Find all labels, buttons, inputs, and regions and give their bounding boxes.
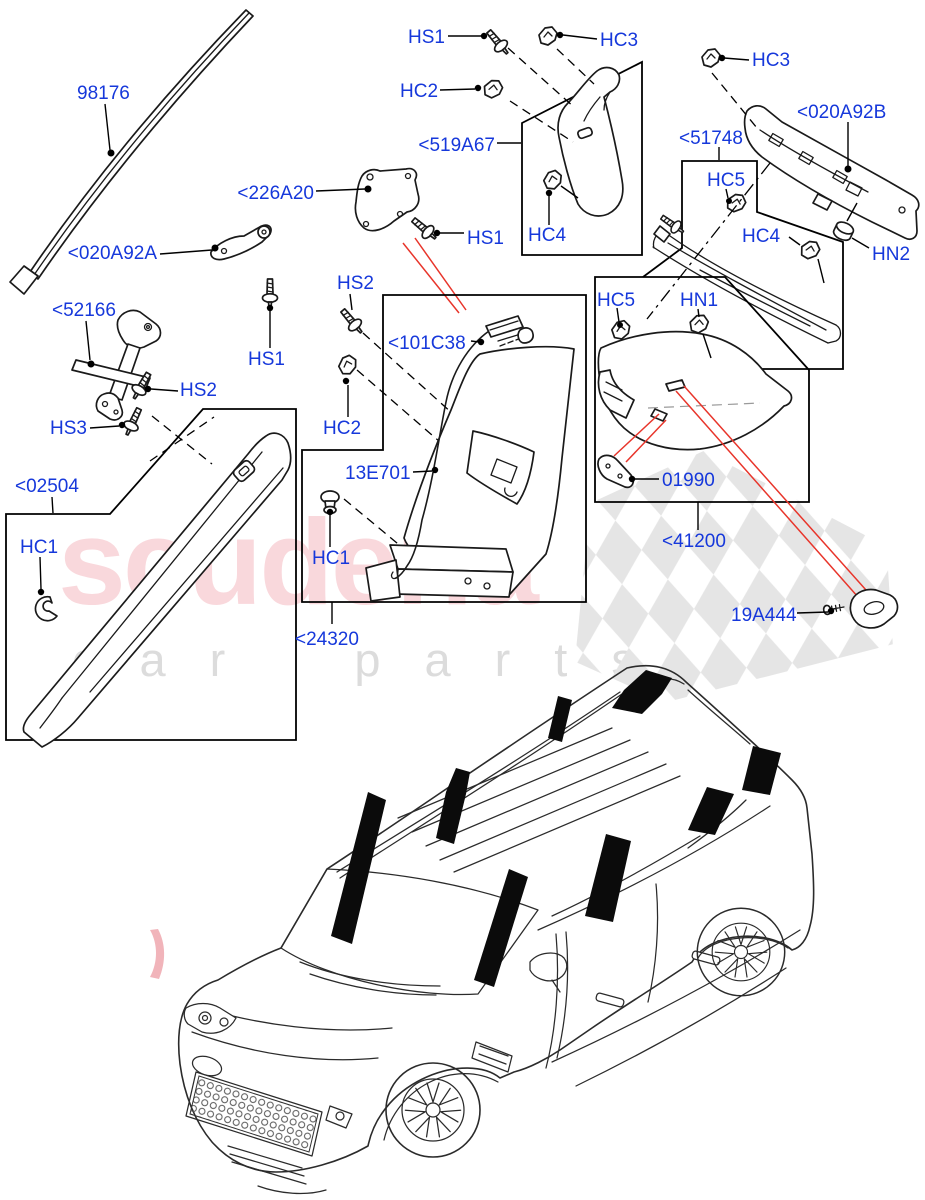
c-pillar-trim-box-519a67	[439, 25, 643, 256]
grille-mesh	[189, 1075, 319, 1153]
part-label-020a92a[interactable]: <020A92A	[68, 243, 158, 264]
part-label-52166[interactable]: <52166	[52, 300, 116, 321]
fastener-label-hs1[interactable]: HS1	[408, 27, 445, 48]
fastener-label-hc1[interactable]: HC1	[312, 548, 350, 569]
callout-labels: 98176 <020A92A <226A20 <52166 HS2 HS3 HS…	[15, 27, 910, 650]
front-wheel	[385, 1062, 481, 1158]
fastener-label-hc3[interactable]: HC3	[752, 50, 790, 71]
brand-badge	[191, 1055, 223, 1077]
fastener-label-hs1[interactable]: HS1	[467, 228, 504, 249]
fastener-label-hs2[interactable]: HS2	[180, 380, 217, 401]
part-label-24320[interactable]: <24320	[295, 629, 359, 650]
part-label-519a67[interactable]: <519A67	[418, 135, 495, 156]
part-label-02504[interactable]: <02504	[15, 476, 79, 497]
fastener-label-hc4[interactable]: HC4	[742, 226, 780, 247]
bracket-020a92a	[159, 224, 279, 348]
fastener-label-hs2[interactable]: HS2	[337, 273, 374, 294]
checkered-flag-watermark	[150, 450, 893, 979]
door-handle	[595, 992, 625, 1008]
bracket-52166	[71, 309, 215, 465]
part-label-01990[interactable]: 01990	[662, 470, 715, 491]
a-pillar-trim-box-02504	[5, 408, 297, 748]
part-label-98176[interactable]: 98176	[77, 83, 130, 104]
fastener-label-hc5[interactable]: HC5	[707, 170, 745, 191]
bracket-226a20	[315, 167, 467, 314]
part-label-13e701[interactable]: 13E701	[345, 463, 411, 484]
part-label-51748[interactable]: <51748	[679, 128, 743, 149]
nut-hn2	[832, 221, 855, 242]
door-mirror	[529, 952, 568, 982]
part-label-226a20[interactable]: <226A20	[237, 183, 314, 204]
fastener-label-hn1[interactable]: HN1	[680, 290, 718, 311]
fastener-label-hs3[interactable]: HS3	[50, 418, 87, 439]
highlighted-pillar-trims	[331, 670, 781, 987]
cantrail-panel-020a92b	[701, 48, 920, 249]
part-label-41200[interactable]: <41200	[662, 531, 726, 552]
d-pillar-trim-box-41200	[594, 276, 867, 598]
fastener-label-hc4[interactable]: HC4	[528, 225, 566, 246]
sill-trim-box-51748	[642, 147, 844, 419]
headlight	[183, 1002, 237, 1034]
part-label-19a444[interactable]: 19A444	[731, 605, 797, 626]
bracket-01990	[597, 454, 635, 489]
fastener-label-hn2[interactable]: HN2	[872, 244, 910, 265]
fastener-label-hc1[interactable]: HC1	[20, 537, 58, 558]
b-pillar-trim-box-24320	[301, 293, 587, 624]
grommet-hc1	[34, 595, 58, 622]
fastener-label-hs1[interactable]: HS1	[248, 349, 285, 370]
fastener-label-hc2[interactable]: HC2	[323, 418, 361, 439]
fastener-label-hc2[interactable]: HC2	[400, 81, 438, 102]
tagline-watermark: car parts	[72, 633, 679, 686]
vehicle-illustration	[177, 664, 815, 1195]
rear-wheel	[696, 907, 786, 997]
red-watermark-fragment	[150, 929, 165, 979]
fastener-label-hc5[interactable]: HC5	[597, 290, 635, 311]
windscreen-moulding-98176	[9, 9, 254, 295]
grab-handle-19a444	[796, 588, 899, 629]
part-label-020a92b[interactable]: <020A92B	[797, 102, 886, 123]
part-label-101c38[interactable]: <101C38	[388, 333, 466, 354]
fastener-label-hc3[interactable]: HC3	[600, 30, 638, 51]
